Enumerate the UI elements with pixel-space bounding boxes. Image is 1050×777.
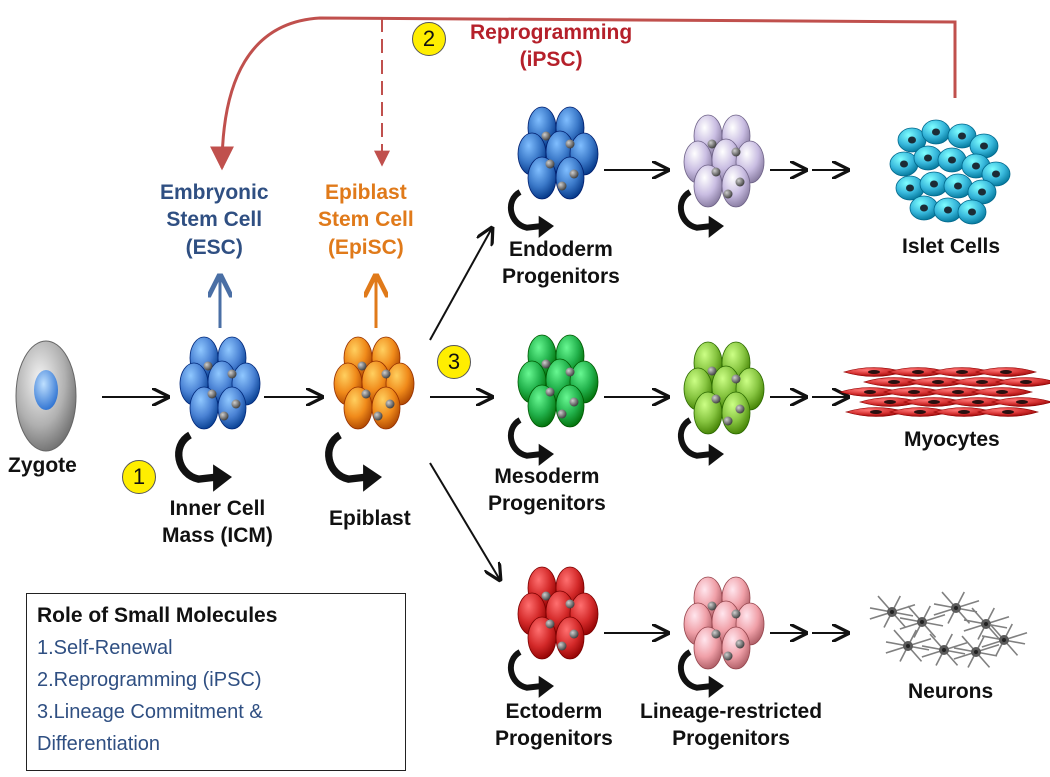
curved-arrow-icon [507, 649, 554, 698]
legend-item: 3.Lineage Commitment & [37, 701, 263, 723]
legend-item: 1.Self-Renewal [37, 637, 173, 659]
endoderm-restricted-cluster [683, 114, 765, 208]
mesoderm-restricted-cluster [683, 341, 765, 435]
curved-arrow-icon [175, 431, 232, 492]
reprogramming-label: Reprogramming(iPSC) [470, 21, 633, 72]
badge-1: 1 [122, 460, 156, 494]
legend-item: Differentiation [37, 733, 161, 755]
reprogramming-arrow [210, 16, 957, 171]
curved-arrow-icon [325, 431, 382, 492]
mesoderm-cluster [517, 334, 599, 428]
curved-arrow-icon [677, 417, 724, 466]
legend-box: Role of Small Molecules 1.Self-Renewal 2… [26, 593, 406, 771]
arrow-epiblast-endoderm [429, 228, 492, 341]
legend-title: Role of Small Molecules [37, 604, 278, 627]
epiblast-cluster [333, 336, 415, 430]
curved-arrow-icon [677, 649, 724, 698]
neuron-network-icon [869, 591, 1028, 668]
islet-label: Islet Cells [902, 235, 1001, 258]
icm-cluster [179, 336, 261, 430]
curved-arrow-icon [677, 189, 724, 238]
myocyte-fibers-icon [838, 367, 1050, 417]
neurons-label: Neurons [908, 680, 994, 703]
epiblast-label: Epiblast [329, 507, 411, 530]
endoderm-cluster [517, 106, 599, 200]
badge-3: 3 [437, 345, 471, 379]
badge-2: 2 [412, 22, 446, 56]
ectoderm-cluster [517, 566, 599, 660]
zygote-label: Zygote [8, 454, 77, 477]
myocytes-label: Myocytes [904, 428, 1000, 451]
arrow-epiblast-ectoderm [429, 462, 500, 580]
legend-item: 2.Reprogramming (iPSC) [37, 669, 262, 691]
ectoderm-restricted-cluster [683, 576, 765, 670]
curved-arrow-icon [507, 417, 554, 466]
curved-arrow-icon [507, 189, 554, 238]
zygote-cell-icon [15, 340, 77, 452]
islet-cell-cluster-icon [889, 119, 1011, 225]
